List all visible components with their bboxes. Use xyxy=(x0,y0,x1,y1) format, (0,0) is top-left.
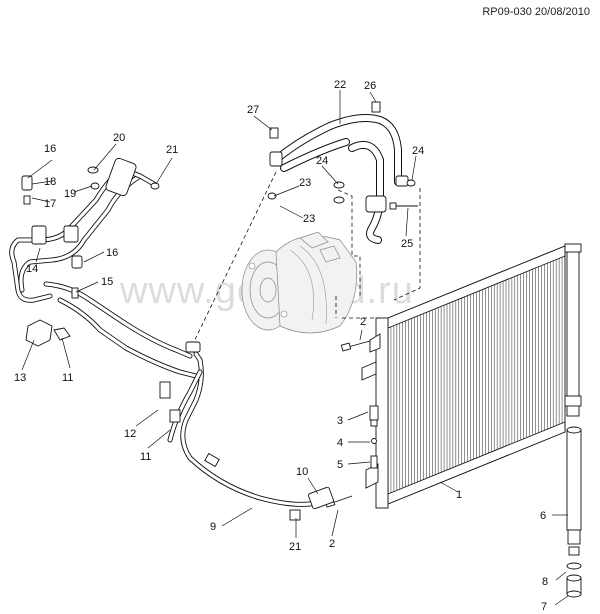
callout-27: 27 xyxy=(247,104,259,116)
callout-2a: 2 xyxy=(360,316,366,328)
callout-12: 12 xyxy=(124,428,136,440)
callout-26: 26 xyxy=(364,80,376,92)
callout-14: 14 xyxy=(26,263,38,275)
leader-lines xyxy=(21,90,569,606)
evaporator-lines xyxy=(9,157,199,379)
callout-23b: 23 xyxy=(303,213,315,225)
callout-21b: 21 xyxy=(289,541,301,553)
callout-6: 6 xyxy=(540,510,546,522)
callout-11b: 11 xyxy=(140,451,151,463)
callout-23a: 23 xyxy=(299,177,311,189)
drawing-reference: RP09-030 20/08/2010 xyxy=(482,6,590,18)
assembly-lines xyxy=(189,171,421,351)
callout-labels: 1 2 2 3 4 5 6 7 8 9 10 11 11 12 13 14 15… xyxy=(14,79,548,613)
condenser xyxy=(361,245,566,509)
callout-5: 5 xyxy=(337,459,343,471)
callout-2b: 2 xyxy=(329,538,335,550)
callout-4: 4 xyxy=(337,437,343,449)
callout-22: 22 xyxy=(334,79,346,91)
callout-15: 15 xyxy=(101,276,113,288)
callout-25: 25 xyxy=(401,238,413,250)
callout-16b: 16 xyxy=(106,247,118,259)
callout-19: 19 xyxy=(64,188,76,200)
compressor-hose-assembly xyxy=(267,101,418,244)
liquid-line xyxy=(159,341,334,521)
callout-17: 17 xyxy=(44,198,56,210)
compressor xyxy=(241,231,357,334)
callout-11a: 11 xyxy=(62,372,73,384)
callout-24a: 24 xyxy=(316,155,328,167)
callout-24b: 24 xyxy=(412,145,424,157)
callout-1: 1 xyxy=(456,489,462,501)
receiver-dryer xyxy=(564,243,582,598)
callout-20: 20 xyxy=(113,132,125,144)
callout-13: 13 xyxy=(14,372,26,384)
callout-10: 10 xyxy=(296,466,308,478)
callout-8: 8 xyxy=(542,576,548,588)
callout-16a: 16 xyxy=(44,143,56,155)
callout-9: 9 xyxy=(210,521,216,533)
pressure-switch-parts xyxy=(369,405,379,469)
callout-18: 18 xyxy=(44,176,56,188)
callout-7: 7 xyxy=(541,601,547,613)
bolts xyxy=(324,340,371,508)
callout-21a: 21 xyxy=(166,144,178,156)
callout-3: 3 xyxy=(337,415,343,427)
